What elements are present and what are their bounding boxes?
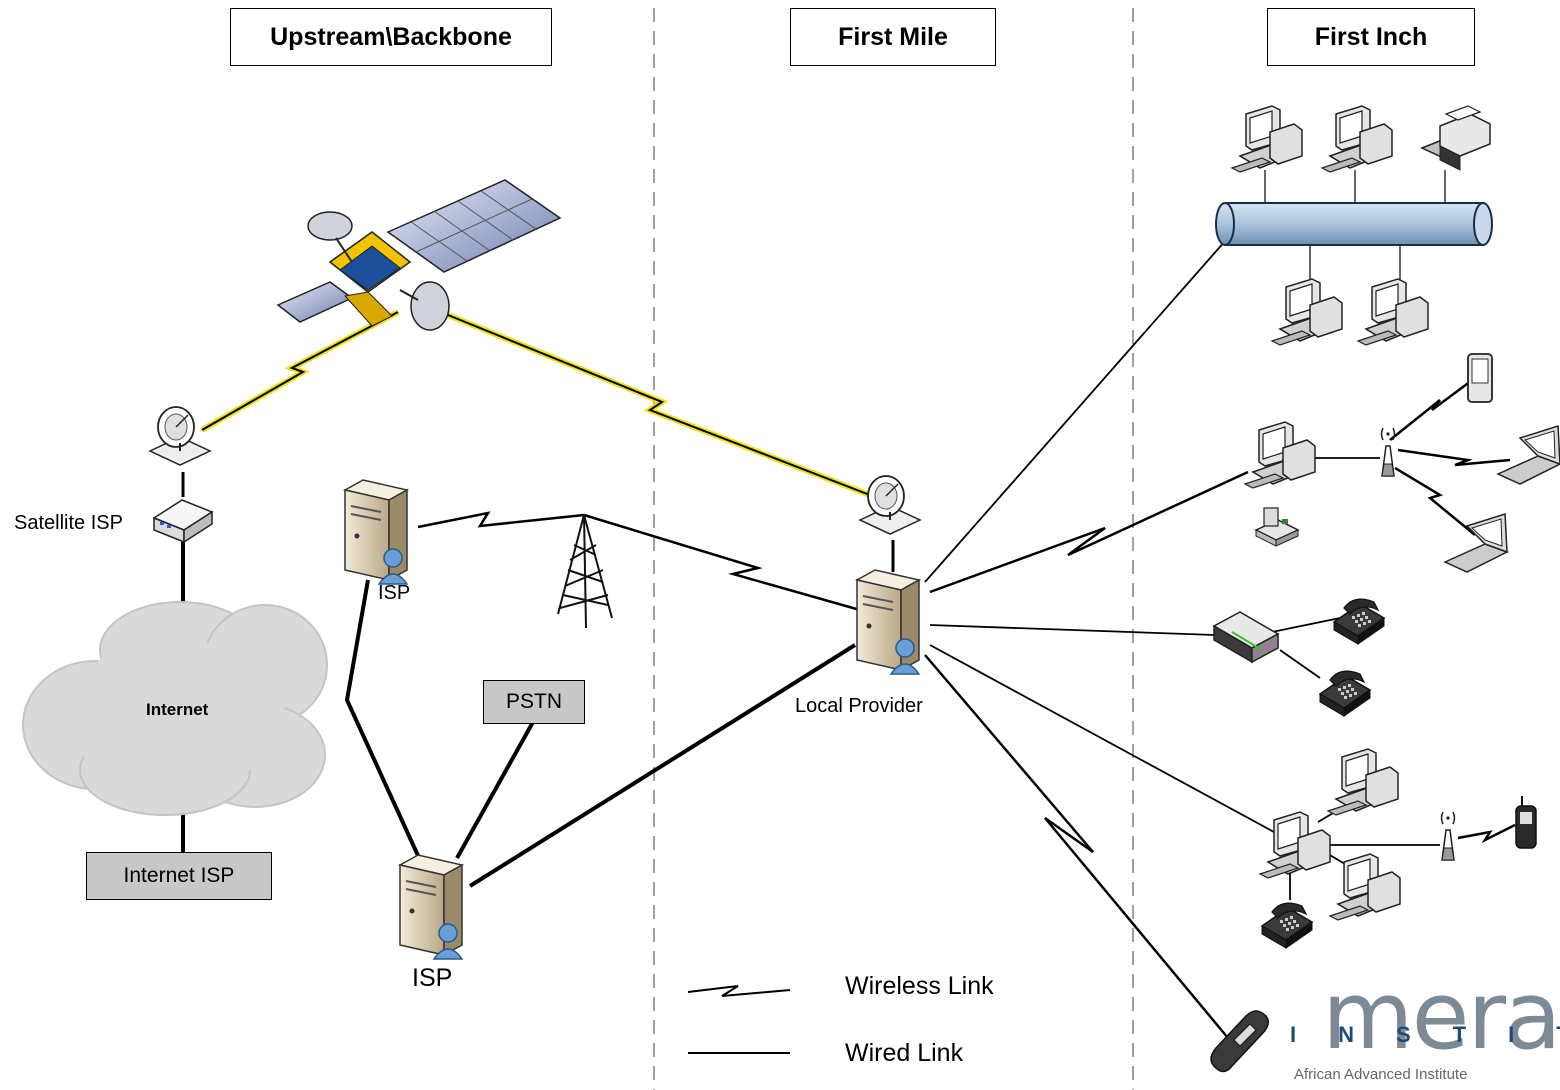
local-provider-label: Local Provider bbox=[795, 695, 923, 717]
mobile-phone-icon bbox=[1515, 796, 1537, 849]
laptop-icon bbox=[1444, 513, 1508, 573]
legend-wireless-symbol bbox=[687, 985, 791, 997]
desktop-computer-icon bbox=[1271, 278, 1343, 346]
internet-isp-box: Internet ISP bbox=[86, 852, 272, 900]
server-icon bbox=[399, 854, 463, 960]
pstn-box: PSTN bbox=[483, 680, 585, 724]
mobile-phone-icon bbox=[1210, 1010, 1269, 1073]
fax-phone-icon bbox=[1254, 507, 1300, 547]
telephone-icon bbox=[1333, 598, 1385, 645]
desktop-computer-icon bbox=[1231, 105, 1303, 173]
voip-gateway-icon bbox=[1212, 611, 1280, 664]
wireless-link-ap-to-mobile bbox=[1457, 823, 1516, 844]
server-icon bbox=[856, 569, 920, 675]
wifi-access-point-icon bbox=[1440, 811, 1456, 861]
wireless-link-satellite-to-local-provider bbox=[446, 312, 877, 500]
satellite-dish-icon bbox=[859, 475, 921, 535]
desktop-computer-icon bbox=[1244, 421, 1316, 489]
wired-link-local-provider-to-gateway bbox=[929, 624, 1216, 636]
section-header-upstream: Upstream\Backbone bbox=[230, 8, 552, 66]
network-bus-icon bbox=[1215, 202, 1493, 246]
isp-label-top: ISP bbox=[378, 582, 411, 604]
satellite-icon bbox=[276, 179, 562, 331]
wireless-link-ap-to-laptop-2 bbox=[1394, 466, 1476, 536]
wifi-access-point-icon bbox=[1380, 427, 1396, 477]
wireless-link-ap-to-laptop-1 bbox=[1397, 448, 1511, 467]
wireless-link-isp-to-tower bbox=[417, 511, 585, 529]
wired-link-pstn-to-isp bbox=[455, 721, 535, 859]
legend-wireless-label: Wireless Link bbox=[845, 972, 994, 1000]
server-icon bbox=[344, 479, 408, 585]
wireless-link-satellite-to-satellite-isp bbox=[200, 309, 400, 433]
wired-link-local-provider-to-office bbox=[929, 644, 1286, 839]
wireless-link-ap-to-pda bbox=[1389, 376, 1476, 441]
desktop-computer-icon bbox=[1321, 105, 1393, 173]
telephone-icon bbox=[1319, 670, 1371, 717]
isp-label-bottom: ISP bbox=[412, 964, 453, 992]
laptop-icon bbox=[1497, 425, 1560, 485]
wired-link-local-provider-to-lan bbox=[924, 239, 1227, 583]
telephone-icon bbox=[1261, 902, 1313, 949]
logo-subtitle: INSTIT bbox=[1290, 1022, 1560, 1047]
printer-icon bbox=[1420, 105, 1491, 171]
wired-link-gateway-to-phone-1 bbox=[1271, 617, 1341, 633]
pda-icon bbox=[1467, 353, 1493, 403]
desktop-computer-icon bbox=[1327, 748, 1399, 816]
wireless-link-tower-to-local-provider bbox=[583, 513, 861, 612]
satellite-dish-icon bbox=[149, 406, 211, 466]
internet-label: Internet bbox=[146, 700, 209, 719]
wireless-link-local-provider-to-mobile bbox=[924, 654, 1229, 1039]
satellite-isp-label: Satellite ISP bbox=[14, 512, 123, 534]
wired-link-isp-to-local-provider bbox=[468, 643, 857, 888]
wired-link-gateway-to-phone-2 bbox=[1279, 649, 1321, 679]
wired-link-isp-to-isp bbox=[344, 579, 422, 861]
section-header-first-mile: First Mile bbox=[790, 8, 996, 66]
lan-drops bbox=[1264, 170, 1446, 282]
modem-icon bbox=[152, 499, 214, 544]
desktop-computer-icon bbox=[1329, 853, 1401, 921]
section-header-first-inch: First Inch bbox=[1267, 8, 1475, 66]
logo-wordmark: mera bbox=[1322, 962, 1560, 1071]
radio-tower-icon bbox=[557, 514, 613, 629]
legend-wired-label: Wired Link bbox=[845, 1039, 964, 1067]
wireless-link-local-provider-to-home bbox=[929, 470, 1249, 594]
cloud-icon bbox=[22, 601, 328, 816]
logo-tagline: African Advanced Institute bbox=[1294, 1066, 1468, 1083]
desktop-computer-icon bbox=[1357, 278, 1429, 346]
